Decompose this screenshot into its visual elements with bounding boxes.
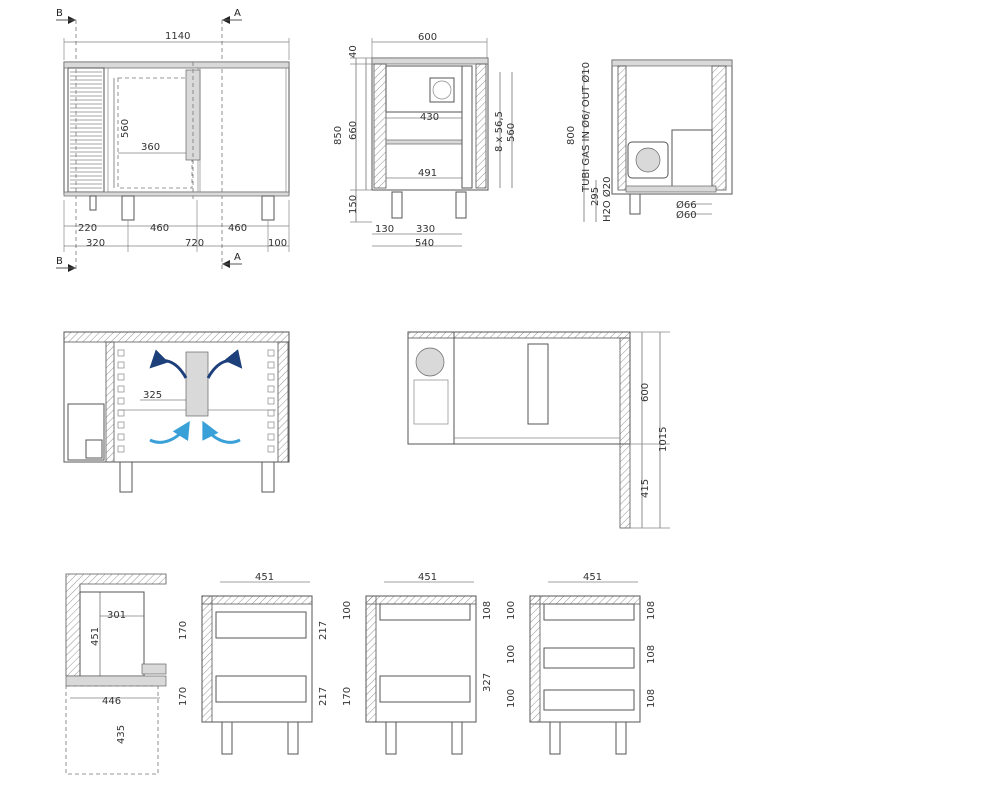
section-label-a: A [234,8,241,19]
side-bottom-dim-2: 330 [416,224,435,235]
side-inner-height-dim: 660 [348,121,359,140]
unit-diameter-2: Ø60 [676,209,697,221]
airflow-shelf-dim: 325 [143,390,162,401]
shelf-supports [117,349,275,453]
v1-drawer-1 [215,611,307,639]
front-bottom-dim-3: 460 [228,223,247,234]
v3-r1-dim: 108 [646,601,657,620]
v2-b-dim: 170 [342,687,353,706]
front-bottom-dim-2: 460 [150,223,169,234]
side-bottom-dim-3: 540 [415,238,434,249]
compressor [627,141,669,179]
v3-top-dim: 451 [583,572,602,583]
v1-drawer-2 [215,675,307,703]
side-top-dim: 40 [348,45,359,58]
section-marker-b-bottom: B [56,256,76,272]
condensing-unit-view: 800 TUBI GAS IN Ø6/ OUT Ø10 295 H2O Ø20 … [566,59,733,222]
front-grille [67,67,105,193]
side-width-dim: 600 [418,32,437,43]
side-inner-height2-dim: 560 [506,123,517,142]
condenser [671,129,713,191]
unit-height-dim: 800 [566,126,577,145]
grille-slats [70,71,102,189]
v3-drawer-2 [543,647,635,669]
unit-gas-label: TUBI GAS IN Ø6/ OUT Ø10 [580,62,592,193]
v2-r1-dim: 108 [482,601,493,620]
front-bottom-dim-5: 720 [185,238,204,249]
plan-unit-compartment [407,331,455,445]
unit-h2o-height-dim: 295 [590,187,601,206]
v2-a-dim: 100 [342,601,353,620]
v1-top-dim: 451 [255,572,274,583]
front-bottom-dim-4: 320 [86,238,105,249]
side-bottom-dim-1: 130 [375,224,394,235]
side-leg-height-dim: 150 [348,195,359,214]
front-inner-height-dim: 560 [120,119,131,138]
front-leg-right [261,195,275,221]
evaporator-fan [429,77,455,103]
plan-total-dim: 1015 [658,427,669,452]
v3-a-dim: 100 [506,601,517,620]
drawer-variant-1: 451 170 170 217 217 [178,572,329,755]
drawer-height-dim: 451 [90,627,101,646]
plan-evaporator [527,343,549,425]
side-total-height-dim: 850 [333,126,344,145]
plan-view: 600 415 1015 [407,331,670,529]
front-leg-left [121,195,135,221]
side-section-view: 600 430 491 40 850 660 150 8 x 56,5 560 [333,32,517,249]
plan-open-door [619,337,631,529]
airflow-arrow-in-right [202,420,241,444]
v1-h1-dim: 170 [178,621,189,640]
section-marker-b-top: B [56,8,76,24]
drawer-width-dim: 301 [107,610,126,621]
drawer-bottom-dim: 446 [102,696,121,707]
v2-r2-dim: 327 [482,673,493,692]
airflow-arrow-out-right [206,349,243,379]
v1-r2-dim: 217 [318,687,329,706]
section-marker-a-top: A [222,8,242,24]
side-insulation-left [373,63,387,189]
front-shelf-width-dim: 360 [141,142,160,153]
v2-drawer-2 [379,675,471,703]
side-shelf-dim: 430 [420,112,439,123]
drawer-extension-dim: 435 [116,725,127,744]
v1-h2-dim: 170 [178,687,189,706]
front-bottom-dim-1: 220 [78,223,97,234]
v3-c-dim: 100 [506,689,517,708]
side-inner-width-dim: 491 [418,168,437,179]
front-bottom-dim-6: 100 [268,238,287,249]
v3-r2-dim: 108 [646,645,657,664]
plan-depth-dim: 600 [640,383,651,402]
airflow-compressor-box [67,403,105,461]
svg-text:A: A [234,252,241,263]
drawer-variant-2: 451 100 170 108 327 [342,572,493,755]
side-pitch-dim: 8 x 56,5 [494,111,505,152]
side-door [475,63,487,189]
v2-drawer-1 [379,603,471,621]
drawer-section-view: 301 451 446 435 [65,573,167,775]
v3-r3-dim: 108 [646,689,657,708]
v3-drawer-1 [543,603,635,621]
airflow-arrow-in-left [149,420,190,444]
v3-b-dim: 100 [506,645,517,664]
v3-drawer-3 [543,689,635,711]
svg-text:B: B [56,256,63,267]
unit-h2o-label: H2O Ø20 [601,176,613,222]
front-width-dim: 1140 [165,31,190,42]
airflow-evaporator [185,351,209,417]
v1-r1-dim: 217 [318,621,329,640]
unit-diameter-1: Ø66 [676,199,697,211]
plan-door-dim: 415 [640,479,651,498]
section-marker-a-bottom: A [222,252,242,268]
airflow-arrow-out-left [149,349,188,379]
airflow-section-view: 325 [63,331,290,493]
drawer-variant-3: 451 100 100 100 108 108 108 [506,572,657,755]
v2-top-dim: 451 [418,572,437,583]
front-view: B A 1140 560 360 [56,8,290,272]
section-label-b: B [56,8,63,19]
